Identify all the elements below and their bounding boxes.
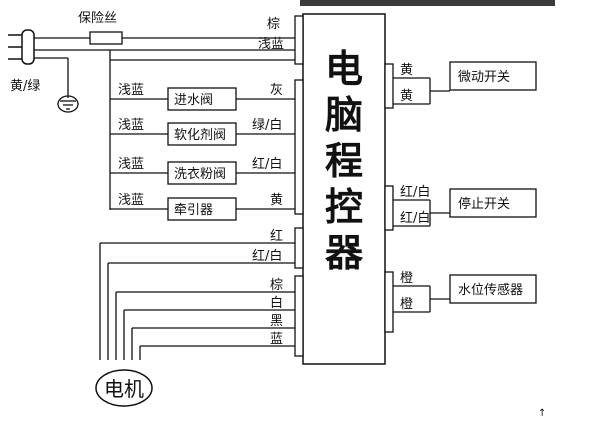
valve-left-wire-label: 浅蓝 bbox=[118, 193, 144, 208]
controller-char: 程 bbox=[325, 139, 363, 183]
red-wire-lines bbox=[99, 242, 295, 360]
valve-right-wire-label: 红/白 bbox=[252, 156, 282, 172]
device-wire-label: 红/白 bbox=[400, 184, 430, 200]
valve-row: 进水阀 浅蓝 灰 bbox=[110, 83, 295, 111]
valve-row: 牵引器 浅蓝 黄 bbox=[110, 193, 295, 221]
controller-char: 电 bbox=[325, 47, 363, 91]
valve-box bbox=[167, 197, 237, 221]
valve-name: 牵引器 bbox=[174, 203, 213, 218]
controller-char: 控 bbox=[325, 185, 363, 229]
corner-mark: ↑ bbox=[538, 408, 546, 419]
device-wire-label: 橙 bbox=[400, 297, 413, 312]
wire-label-red: 红 bbox=[270, 228, 283, 244]
valve-left-wire-label: 浅蓝 bbox=[118, 157, 144, 172]
controller-char: 器 bbox=[325, 231, 364, 275]
valve-name: 软化剂阀 bbox=[174, 128, 226, 143]
valve-row: 洗衣粉阀 浅蓝 红/白 bbox=[110, 156, 295, 185]
device-name: 水位传感器 bbox=[458, 282, 523, 298]
wire-label-lightblue: 浅蓝 bbox=[258, 37, 284, 52]
power-plug-icon bbox=[8, 29, 35, 65]
valve-box bbox=[167, 87, 237, 111]
device-name: 微动开关 bbox=[458, 70, 510, 85]
device-box bbox=[449, 61, 537, 91]
device-wire-label: 黄 bbox=[400, 63, 413, 78]
device-wire-label: 黄 bbox=[400, 89, 413, 104]
valve-left-wire-label: 浅蓝 bbox=[118, 83, 144, 98]
fuse-icon bbox=[89, 31, 123, 45]
device-wire-label: 橙 bbox=[400, 271, 413, 286]
device-name: 停止开关 bbox=[458, 196, 510, 212]
left-connectors bbox=[294, 15, 304, 357]
motor-wire-label: 蓝 bbox=[270, 332, 283, 347]
right-connectors bbox=[384, 63, 394, 333]
valve-row: 软化剂阀 浅蓝 绿/白 bbox=[110, 117, 295, 146]
valve-right-wire-label: 绿/白 bbox=[252, 117, 282, 133]
wire-label-red-white: 红/白 bbox=[252, 248, 282, 264]
motor-wire-label: 黑 bbox=[270, 314, 283, 329]
motor-label: 电机 bbox=[104, 377, 144, 401]
device-box bbox=[449, 274, 537, 304]
wire-label-brown: 棕 bbox=[267, 17, 280, 32]
valve-left-wire-label: 浅蓝 bbox=[118, 118, 144, 133]
motor-wire-label: 棕 bbox=[270, 278, 283, 293]
ground-label: 黄/绿 bbox=[10, 79, 40, 94]
valve-box bbox=[167, 161, 237, 185]
motor-wire-label: 白 bbox=[270, 295, 283, 311]
ground-icon bbox=[57, 95, 79, 113]
valve-box bbox=[167, 122, 237, 146]
device-box bbox=[449, 188, 537, 218]
valve-name: 进水阀 bbox=[174, 93, 213, 108]
valve-right-wire-label: 灰 bbox=[270, 83, 283, 98]
top-strip bbox=[300, 0, 555, 6]
motor-wire-lines bbox=[115, 291, 295, 360]
valve-right-wire-label: 黄 bbox=[270, 193, 283, 208]
motor-icon bbox=[95, 369, 153, 407]
valve-name: 洗衣粉阀 bbox=[174, 166, 226, 182]
fuse-label: 保险丝 bbox=[78, 11, 117, 26]
controller-char: 脑 bbox=[325, 93, 363, 137]
power-lines bbox=[34, 37, 295, 210]
device-wire-label: 红/白 bbox=[400, 210, 430, 226]
